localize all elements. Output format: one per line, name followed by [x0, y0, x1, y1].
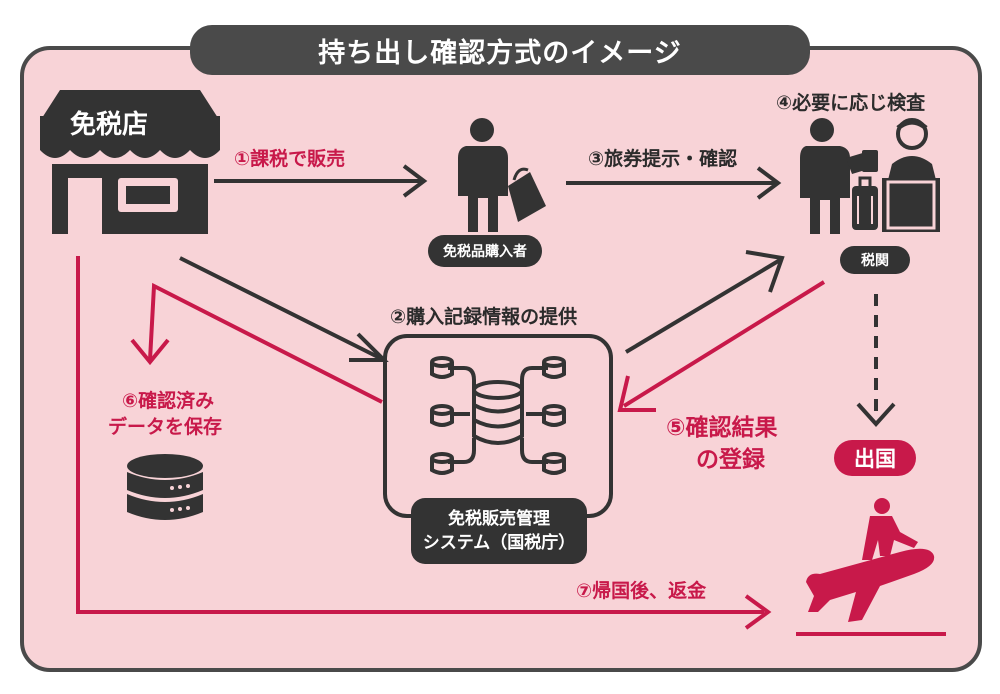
- customs-inspection-icon: [800, 118, 940, 234]
- step-3-label: ③旅券提示・確認: [588, 148, 738, 170]
- system-label-line2: システム（国税庁）: [422, 533, 576, 553]
- step-5-line1: ⑤確認結果: [666, 415, 778, 441]
- storefront-icon: [40, 90, 220, 234]
- customs-to-departure-arrow: [856, 294, 896, 427]
- step-2-label: ②購入記録情報の提供: [390, 306, 578, 328]
- arrow-system-to-customs: [624, 250, 785, 354]
- step-7-label: ⑦帰国後、返金: [576, 580, 707, 602]
- step-6-label: ⑥確認済み データを保存: [108, 388, 222, 440]
- step-1-label: ①課税で販売: [234, 148, 346, 170]
- step-6-line1: ⑥確認済み: [122, 390, 215, 412]
- step-5-line2: の登録: [696, 447, 765, 473]
- buyer-label: 免税品購入者: [428, 235, 542, 267]
- step-4-label: ④必要に応じ検査: [776, 92, 926, 114]
- arrow-shop-to-buyer: [214, 164, 428, 198]
- customs-label: 税関: [840, 246, 910, 274]
- system-label-line1: 免税販売管理: [448, 509, 550, 529]
- database-icon: [127, 454, 203, 520]
- arrow-buyer-to-customs: [566, 166, 782, 200]
- step-5-label: ⑤確認結果 の登録: [666, 412, 777, 476]
- database-network-icon: [430, 356, 566, 475]
- arrow-customs-to-system: [617, 280, 826, 412]
- shop-label: 免税店: [70, 110, 149, 140]
- page-title: 持ち出し確認方式のイメージ: [190, 25, 810, 75]
- step-6-line2: データを保存: [108, 416, 223, 438]
- arrow-system-to-shop: [130, 282, 383, 404]
- departure-label: 出国: [834, 440, 916, 476]
- arrow-shop-refund: [76, 256, 772, 630]
- arrow-shop-to-system: [179, 256, 389, 362]
- airplane-takeoff-icon: [796, 498, 946, 636]
- system-label: 免税販売管理 システム（国税庁）: [411, 498, 587, 564]
- shopper-icon: [458, 118, 546, 232]
